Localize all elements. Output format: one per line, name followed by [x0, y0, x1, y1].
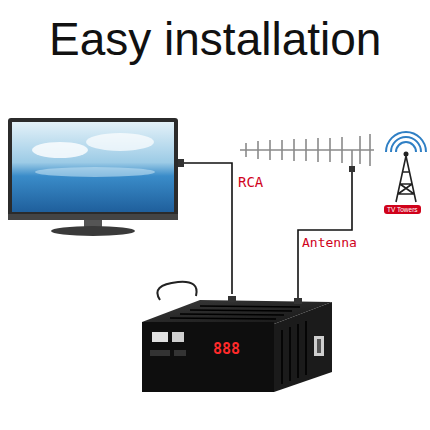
tv-tower-icon: [386, 132, 426, 202]
title: Easy installation: [49, 14, 381, 65]
tv-illustration: [8, 118, 184, 236]
connector-label: RCA: [238, 174, 263, 190]
antenna-wire: [298, 172, 352, 298]
led-display: 888: [210, 340, 243, 359]
rca-wire: [184, 163, 232, 294]
yagi-antenna: [240, 134, 374, 168]
set-top-box: [142, 282, 332, 392]
connector-label: Antenna: [302, 236, 357, 251]
icon-badge: TV Towers: [384, 205, 421, 214]
